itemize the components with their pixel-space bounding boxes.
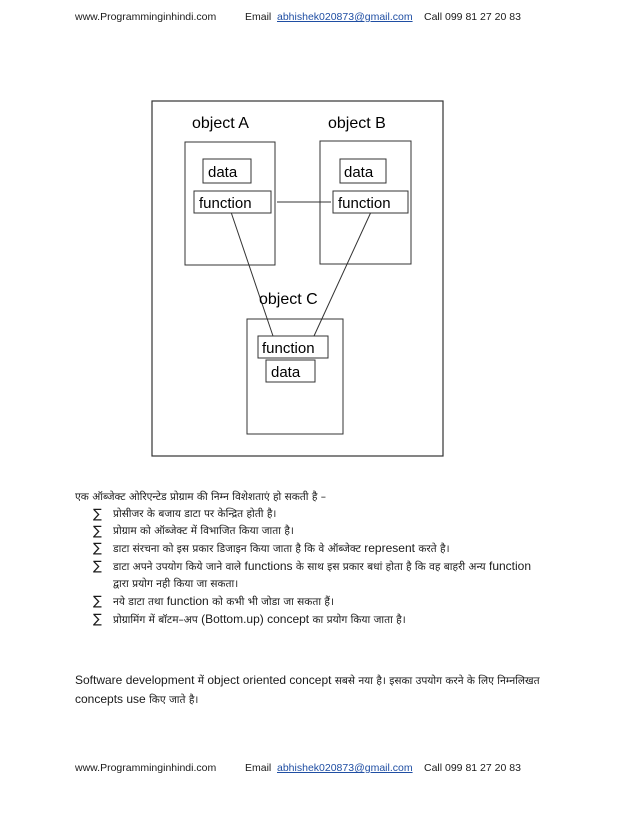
bullet-term: (Bottom.up) concept [201, 612, 310, 626]
bullet-text: के साथ इस प्रकार बधां होता है कि वह बाहर… [295, 561, 486, 573]
closing-term: Software development [75, 673, 195, 687]
header-email-link[interactable]: abhishek020873@gmail.com [277, 11, 413, 23]
footer-email-label: Email [245, 762, 272, 774]
list-item: ∑ डाटा संरचना को इस प्रकार डिजाइन किया ज… [93, 540, 548, 558]
footer-website[interactable]: www.Programminginhindi.com [75, 762, 217, 774]
closing-term: object oriented concept [207, 673, 332, 687]
object-c-box [246, 318, 344, 435]
connector-b-c [313, 211, 372, 337]
object-c-data-box [265, 359, 316, 383]
object-b-box [319, 140, 412, 265]
object-b-title: object B [328, 115, 386, 132]
bullet-text: द्वारा प्रयोग नही किया जा सकता। [113, 578, 239, 590]
bullet-text: डाटा अपने उपयोग किये जाने वाले [113, 561, 242, 573]
bullet-icon: ∑ [93, 559, 102, 574]
footer-email-link[interactable]: abhishek020873@gmail.com [277, 762, 413, 774]
bullet-text: को कभी भी जोडा जा सकता हैं। [212, 596, 334, 608]
object-a-data-box [202, 158, 252, 184]
object-diagram: object A data function object B data fun… [151, 100, 444, 457]
header-phone: Call 099 81 27 20 83 [424, 11, 521, 23]
closing-term: concepts [75, 692, 124, 706]
bullet-term: represent [364, 541, 415, 555]
object-b-function-box [332, 190, 409, 214]
closing-text: किए जाते है। [149, 694, 199, 706]
object-b-function-label: function [338, 195, 391, 212]
closing-term: use [126, 692, 146, 706]
closing-paragraph: Software development में object oriented… [75, 671, 575, 709]
closing-text: सबसे नया है। इसका उपयोग करने के लिए निम्… [334, 675, 540, 687]
bullet-text: डाटा संरचना को इस प्रकार डिजाइन किया जात… [113, 543, 361, 555]
features-list: ∑ प्रोसीजर के बजाय डाटा पर केन्द्रित होत… [93, 506, 548, 629]
bullet-icon: ∑ [93, 594, 102, 609]
closing-text: में [197, 675, 205, 687]
bullet-term: functions [244, 559, 293, 573]
bullet-text: का प्रयोग किया जाता है। [312, 614, 406, 626]
object-a-title: object A [192, 115, 249, 132]
header-email-label: Email [245, 11, 272, 23]
object-c-data-label: data [271, 364, 301, 381]
bullet-icon: ∑ [93, 507, 102, 522]
list-item: ∑ प्रोग्राम को ऑब्जेक्ट में विभाजित किया… [93, 523, 548, 540]
bullet-icon: ∑ [93, 541, 102, 556]
object-c-function-label: function [262, 340, 315, 357]
object-a-data-label: data [208, 164, 238, 181]
footer-phone: Call 099 81 27 20 83 [424, 762, 521, 774]
object-b-data-box [339, 158, 387, 184]
list-item: ∑ नये डाटा तथा function को कभी भी जोडा ज… [93, 593, 548, 611]
list-item: ∑ प्रोसीजर के बजाय डाटा पर केन्द्रित होत… [93, 506, 548, 523]
page-header: www.Programminginhindi.com Email abhishe… [0, 11, 638, 27]
list-item: ∑ डाटा अपने उपयोग किये जाने वाले functio… [93, 558, 548, 593]
object-c-function-box [257, 335, 329, 359]
object-a-box [184, 141, 276, 266]
list-item: ∑ प्रोग्रामिंग में बॉटम–अप (Bottom.up) c… [93, 611, 548, 629]
object-a-function-box [193, 190, 272, 214]
header-website[interactable]: www.Programminginhindi.com [75, 11, 217, 23]
bullet-text: करते है। [418, 543, 450, 555]
bullet-text: प्रोग्राम को ऑब्जेक्ट में विभाजित किया ज… [113, 525, 294, 537]
page-footer: www.Programminginhindi.com Email abhishe… [0, 762, 638, 778]
bullet-icon: ∑ [93, 612, 102, 627]
intro-text: एक ऑब्जेक्ट ओरिएन्टेड प्रोग्राम की निम्न… [75, 491, 326, 503]
bullet-term: function [488, 559, 532, 573]
object-a-function-label: function [199, 195, 252, 212]
bullet-text: प्रोग्रामिंग में बॉटम–अप [113, 614, 198, 626]
object-b-data-label: data [344, 164, 374, 181]
bullet-text: प्रोसीजर के बजाय डाटा पर केन्द्रित होती … [113, 508, 277, 520]
bullet-text: नये डाटा तथा [113, 596, 164, 608]
object-c-title: object C [259, 291, 318, 308]
bullet-icon: ∑ [93, 524, 102, 539]
diagram-frame [151, 100, 444, 457]
bullet-term: function [166, 594, 209, 608]
connector-a-c [230, 211, 274, 337]
